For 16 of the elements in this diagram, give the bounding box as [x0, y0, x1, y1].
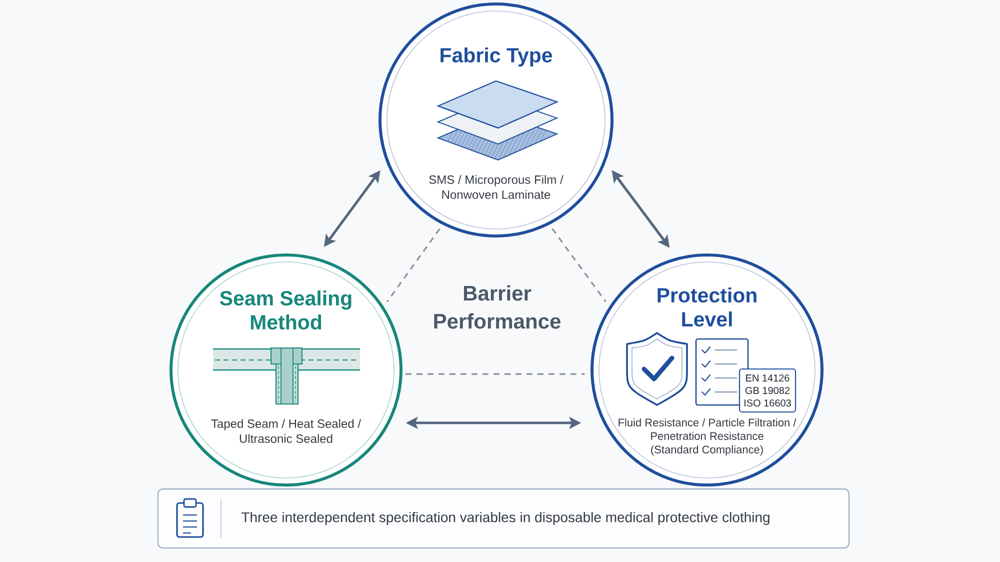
node-title: Seam Sealing Method [220, 290, 352, 330]
caption-banner [157, 488, 850, 549]
center-label: Barrier Performance [434, 285, 560, 329]
circle-node [590, 254, 824, 486]
node-description: SMS / Microporous Film / Nonwoven Laminate [429, 175, 564, 199]
dashed-line [405, 373, 585, 375]
banner-text: Three interdependent specification variables in disposable medical protective clothing [242, 512, 770, 526]
standards-box: EN 14126 GB 19082 ISO 16603 [738, 368, 796, 413]
node-description: Fluid Resistance / Particle Filtration / Penetration Resistance (Standard Compliance) [618, 418, 796, 456]
dashed-line [552, 228, 606, 302]
circle-node [378, 2, 614, 238]
dashed-line [386, 228, 440, 302]
circle-node [170, 254, 402, 486]
node-title: Fabric Type [440, 47, 552, 67]
node-description: Taped Seam / Heat Sealed / Ultrasonic Sealed [211, 419, 362, 443]
node-title: Protection Level [658, 287, 756, 327]
